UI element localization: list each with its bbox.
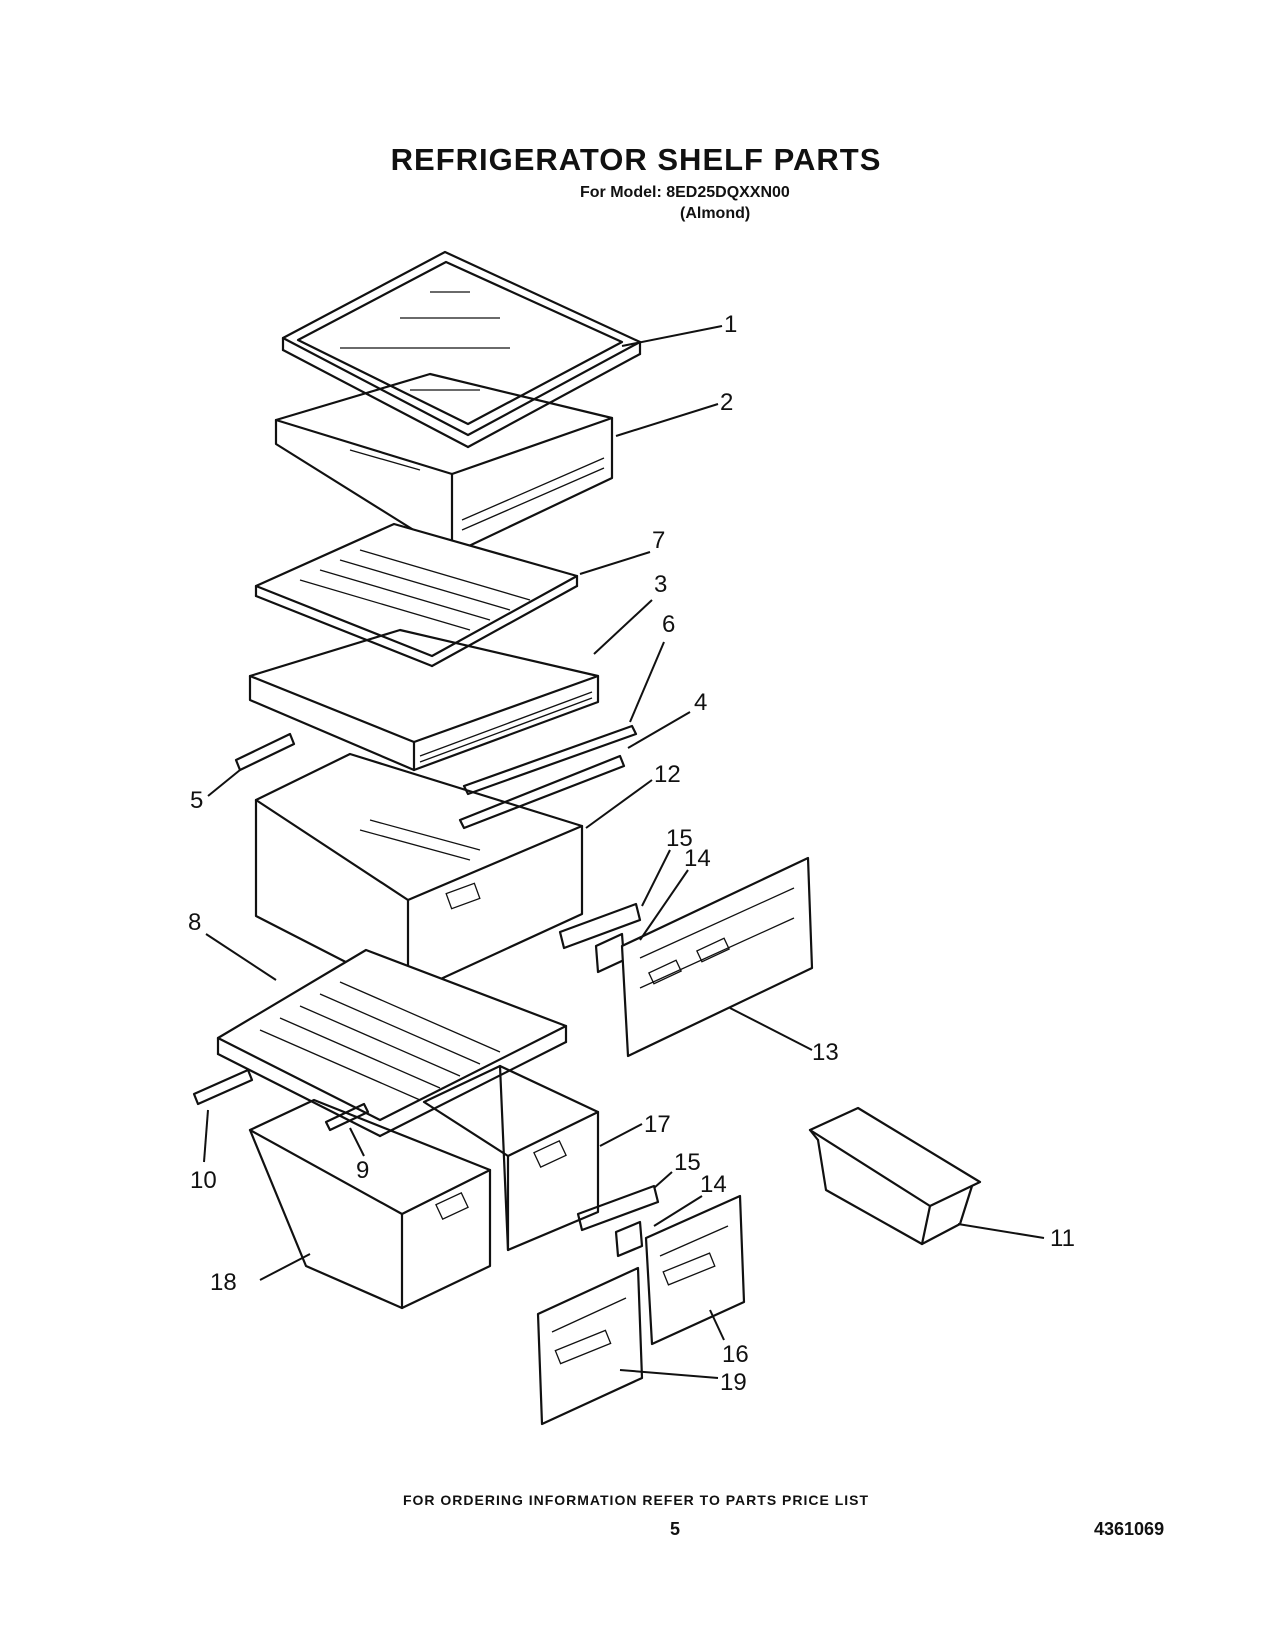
drawer-front-upper <box>620 856 814 1058</box>
callout-10: 10 <box>190 1167 217 1194</box>
callout-9: 9 <box>356 1157 369 1184</box>
drawer-front-lower-left <box>536 1266 644 1426</box>
callout-15-lower: 15 <box>674 1149 701 1176</box>
callout-3: 3 <box>654 571 667 598</box>
lower-drawer-left <box>248 1098 492 1310</box>
callout-13: 13 <box>812 1039 839 1066</box>
callout-1: 1 <box>724 311 737 338</box>
callout-19: 19 <box>720 1369 747 1396</box>
callout-15-upper: 15 <box>666 825 693 852</box>
callout-5: 5 <box>190 787 203 814</box>
glass-shelf <box>254 522 579 668</box>
drawer-clips-lower <box>576 1184 660 1258</box>
model-number: For Model: 8ED25DQXXN00 <box>580 184 790 201</box>
lower-glass-shelf <box>192 948 568 1138</box>
callout-17: 17 <box>644 1111 671 1138</box>
lower-drawer-right <box>422 1064 600 1252</box>
shelf-frame <box>248 628 600 772</box>
drawer-front-lower-right <box>644 1194 746 1346</box>
document-number: 4361069 <box>1094 1519 1165 1539</box>
callout-16: 16 <box>722 1341 749 1368</box>
callout-12: 12 <box>654 761 681 788</box>
page-number: 5 <box>670 1519 681 1539</box>
leader-lines <box>203 325 1045 1379</box>
ordering-note: FOR ORDERING INFORMATION REFER TO PARTS … <box>402 1492 870 1508</box>
callout-7: 7 <box>652 527 665 554</box>
model-color: (Almond) <box>680 205 751 222</box>
callout-4: 4 <box>694 689 707 716</box>
door-bin <box>808 1106 982 1246</box>
callout-2: 2 <box>720 389 733 416</box>
rail-parts <box>234 724 638 830</box>
page-title: REFRIGERATOR SHELF PARTS <box>390 142 882 177</box>
callout-14-upper: 14 <box>684 845 711 872</box>
callout-14-lower: 14 <box>700 1171 727 1198</box>
callout-6: 6 <box>662 611 675 638</box>
callout-11: 11 <box>1050 1225 1075 1252</box>
callout-18: 18 <box>210 1269 237 1296</box>
crisper-cover-glass <box>281 250 642 449</box>
callout-8: 8 <box>188 909 201 936</box>
